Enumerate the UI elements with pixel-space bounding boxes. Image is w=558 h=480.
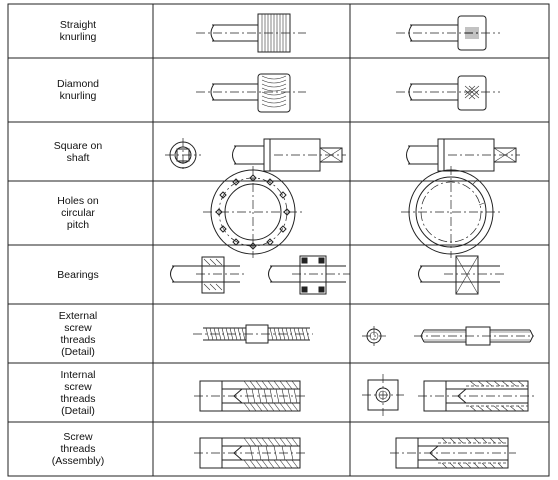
holes-circular-pitch-detail [203,166,303,258]
row-label-internal-screw-threads: Internal screw threads (Detail) [60,368,96,417]
external-thread-detail [193,324,313,344]
square-on-shaft-simplified [406,138,520,172]
bearing-detail-1 [170,256,246,294]
row-label-holes-on-circular-pitch: Holes on circular pitch [57,195,99,231]
internal-thread-simplified [418,380,534,412]
row-label-screw-threads-assembly: Screw threads (Assembly) [51,431,105,467]
internal-thread-end-view [362,374,404,416]
thread-assembly-simplified [390,437,516,469]
table-grid [7,3,550,477]
internal-thread-detail [194,380,306,412]
external-thread-simplified [362,326,534,346]
straight-knurling-simplified [396,15,500,51]
straight-knurling-detail [196,13,306,53]
diamond-knurling-detail [196,73,306,113]
holes-circular-pitch-simplified [401,166,501,258]
bearing-simplified [418,255,504,295]
row-label-bearings: Bearings [57,268,99,281]
row-label-square-on-shaft: Square on shaft [53,139,103,164]
row-label-straight-knurling: Straight knurling [59,19,97,43]
diamond-knurling-simplified [396,75,500,111]
square-on-shaft-detail [165,138,346,172]
thread-assembly-detail [194,437,306,469]
bearing-detail-2 [268,255,350,295]
row-label-external-screw-threads: External screw threads (Detail) [58,309,98,358]
row-label-diamond-knurling: Diamond knurling [56,78,100,102]
